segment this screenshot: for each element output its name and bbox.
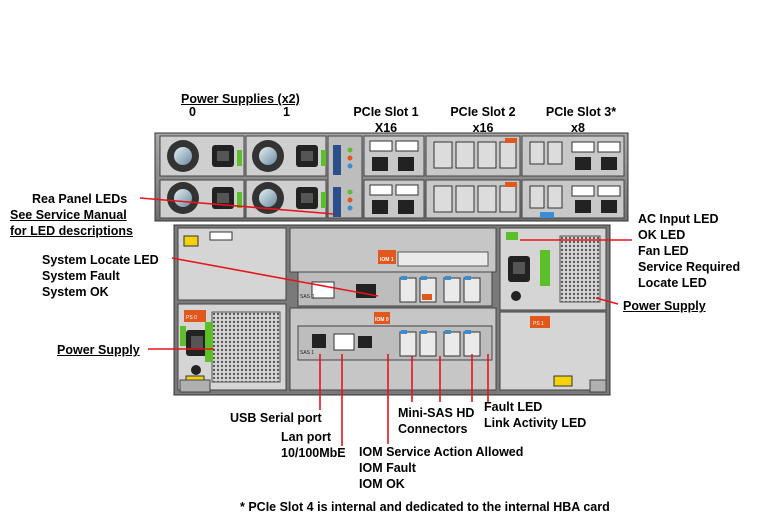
for-led-descriptions-label: for LED descriptions	[10, 224, 133, 238]
ok-led-label: OK LED	[638, 228, 686, 242]
pcie-slot-3-label: PCIe Slot 3*	[545, 105, 617, 119]
iom-ok-label: IOM OK	[359, 477, 405, 491]
fault-led-label: Fault LED	[484, 400, 543, 414]
power-supply-right-label: Power Supply	[623, 299, 706, 313]
iom-1-tag: IOM 1	[380, 257, 394, 263]
locate-led-label: Locate LED	[638, 276, 707, 290]
pcie-slot-1-width: X16	[374, 121, 398, 135]
iom-service-action-allowed-label: IOM Service Action Allowed	[359, 445, 524, 459]
pcie-slot-3-card	[521, 135, 625, 219]
system-fault-label: System Fault	[42, 269, 120, 283]
psu-0-module	[159, 135, 245, 219]
pcie-slot-1-label: PCIe Slot 1	[353, 105, 419, 119]
iom-0-tag: IOM 0	[375, 317, 389, 323]
callout-rear-panel-leds	[139, 197, 335, 215]
callout-power-supply-right	[595, 297, 619, 305]
power-supplies-title: Power Supplies (x2)	[181, 92, 300, 106]
upper-server-chassis	[154, 132, 629, 222]
pcie-slot-3-width: x8	[571, 121, 585, 135]
pcie-slot-2-label: PCIe Slot 2	[450, 105, 516, 119]
psu-1-module	[245, 135, 327, 219]
system-ok-label: System OK	[42, 285, 109, 299]
sas-1-label: SAS 1	[300, 350, 314, 356]
connectors-label: Connectors	[398, 422, 468, 436]
mini-sas-hd-label: Mini-SAS HD	[398, 406, 475, 420]
iom-fault-label: IOM Fault	[359, 461, 416, 475]
left-power-supply-unit	[177, 227, 287, 391]
service-required-label: Service Required	[638, 260, 741, 274]
iom-0-module	[289, 307, 497, 391]
lan-port-label: Lan port	[281, 430, 331, 444]
callout-system-locate-led	[171, 257, 379, 297]
pcie-slot-2-width: x16	[472, 121, 494, 135]
rear-panel-led-strip	[327, 135, 363, 219]
iom-1-module	[289, 227, 497, 307]
right-power-supply-unit	[499, 227, 607, 391]
rear-panel-leds-label: Rea Panel LEDs	[32, 192, 128, 206]
callout-lines	[139, 197, 632, 446]
ac-input-led-label: AC Input LED	[638, 212, 719, 226]
fan-led-label: Fan LED	[638, 244, 689, 258]
sas-0-label: SAS 0	[300, 294, 314, 300]
psu-0-label: 0	[189, 105, 196, 119]
see-service-manual-label: See Service Manual	[10, 208, 127, 222]
pcie-slot-2-card	[425, 135, 521, 219]
ps-0-tag: PS 0	[186, 315, 197, 321]
psu-1-label: 1	[283, 105, 290, 119]
footnote: * PCIe Slot 4 is internal and dedicated …	[240, 500, 610, 514]
link-activity-led-label: Link Activity LED	[484, 416, 587, 430]
pcie-slot-1-card	[363, 135, 425, 219]
storage-shelf-chassis	[173, 224, 611, 396]
ps-1-tag: PS 1	[533, 321, 544, 327]
system-locate-led-label: System Locate LED	[42, 253, 159, 267]
lan-port-speed-label: 10/100MbE	[281, 446, 346, 460]
usb-serial-port-label: USB Serial port	[230, 411, 322, 425]
power-supply-left-label: Power Supply	[57, 343, 140, 357]
